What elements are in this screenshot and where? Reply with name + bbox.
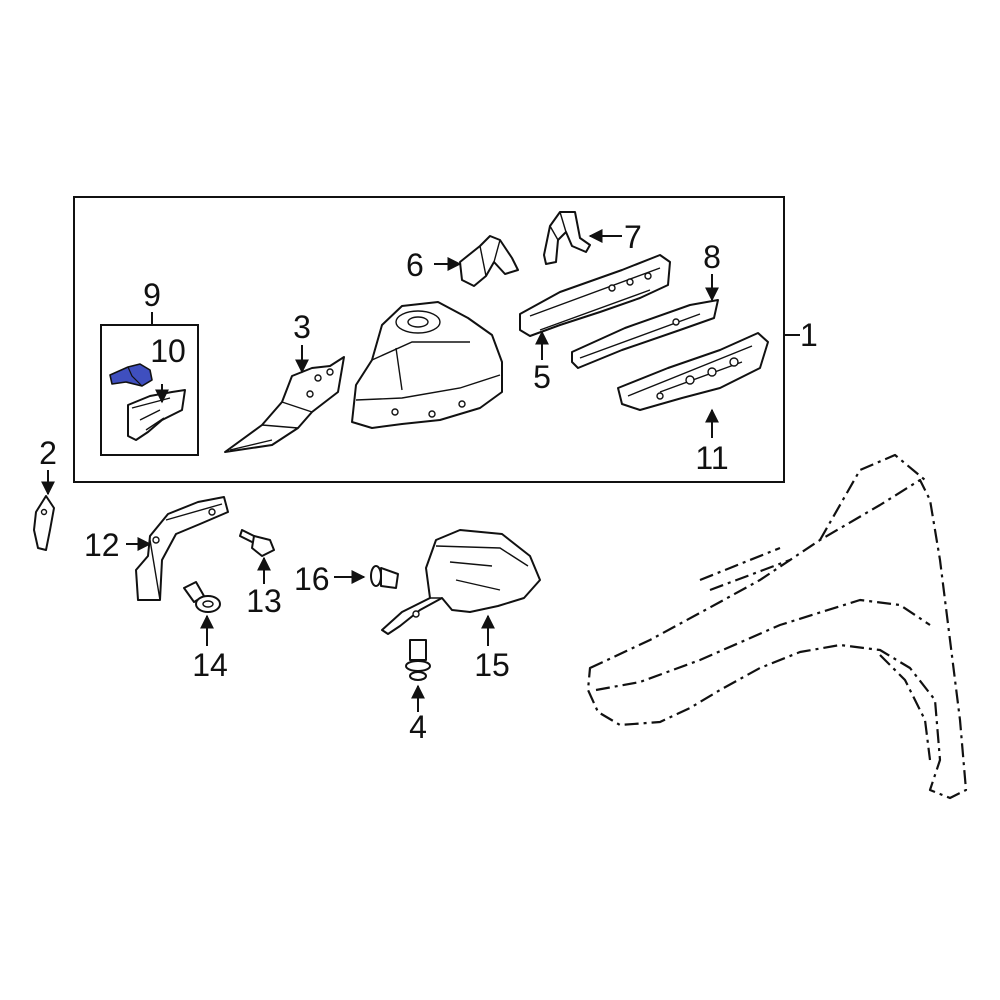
part-6-bracket[interactable]: [459, 235, 519, 287]
callout-14: 14: [192, 647, 228, 683]
callout-15: 15: [474, 647, 510, 683]
callout-4: 4: [409, 709, 427, 745]
part-9-bracket[interactable]: [127, 389, 186, 441]
callout-7: 7: [624, 219, 642, 255]
callout-3: 3: [293, 309, 311, 345]
part-12-extension-bracket[interactable]: [135, 496, 229, 601]
part-4-clip[interactable]: [405, 639, 431, 681]
callout-9: 9: [143, 277, 161, 313]
part-10-highlighted-bracket[interactable]: [109, 363, 153, 387]
callout-1: 1: [800, 317, 818, 353]
callout-8: 8: [703, 239, 721, 275]
part-15-liner-bracket[interactable]: [381, 529, 541, 635]
part-5-upper-rail[interactable]: [519, 254, 671, 337]
part-2-bracket[interactable]: [33, 495, 55, 551]
part-16-push-clip[interactable]: [370, 565, 399, 589]
callout-5: 5: [533, 359, 551, 395]
callout-13: 13: [246, 583, 282, 619]
part-wheel-apron-housing[interactable]: [351, 301, 503, 429]
callout-6: 6: [406, 247, 424, 283]
part-13-bolt[interactable]: [239, 529, 275, 557]
part-7-bracket[interactable]: [543, 211, 591, 265]
callouts: 1 2 3 4 5 6 7 8 9 10 11 12 13 14 15 16: [39, 219, 818, 745]
callout-11: 11: [695, 440, 728, 476]
callout-2: 2: [39, 435, 57, 471]
callout-16: 16: [294, 561, 330, 597]
part-3-apron-reinforcement[interactable]: [224, 356, 345, 453]
part-11-frame-member[interactable]: [617, 332, 769, 411]
part-14-clip[interactable]: [183, 581, 221, 613]
assembly-group-frame: [73, 196, 785, 483]
leader-lines: [41, 229, 800, 712]
sub-assembly-frame: [100, 324, 199, 456]
callout-10: 10: [150, 333, 186, 369]
front-fender-outline[interactable]: [586, 453, 968, 800]
callout-12: 12: [84, 527, 120, 563]
part-8-lower-rail[interactable]: [571, 299, 719, 369]
